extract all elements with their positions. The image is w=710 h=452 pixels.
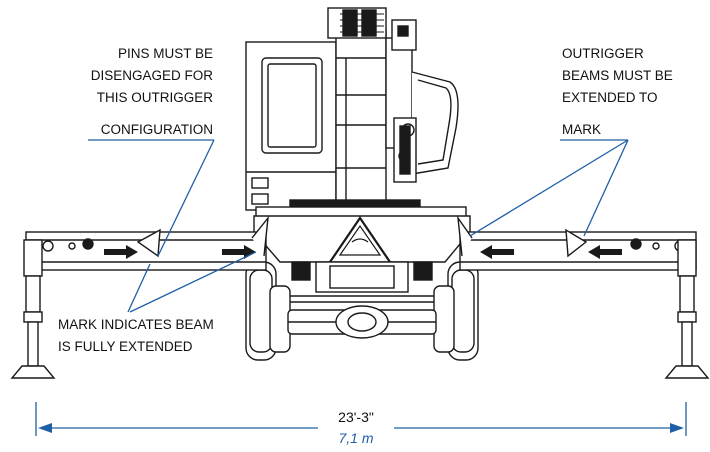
- beams-callout: OUTRIGGER BEAMS MUST BE EXTENDED TO MARK: [562, 46, 673, 137]
- pins-callout-line-2: DISENGAGED FOR: [91, 68, 214, 83]
- wheels: [245, 261, 479, 361]
- axle: [287, 305, 437, 339]
- pins-callout-line-3: THIS OUTRIGGER: [97, 90, 214, 105]
- beam-arrows: [104, 245, 622, 259]
- pins-callout-line-1: PINS MUST BE: [118, 46, 213, 61]
- right-outrigger-jack: [664, 239, 710, 379]
- mark-callout: MARK INDICATES BEAM IS FULLY EXTENDED: [58, 317, 214, 354]
- mark-callout-line-1: MARK INDICATES BEAM: [58, 317, 214, 332]
- beams-callout-line-3: EXTENDED TO: [562, 90, 658, 105]
- left-beam-arrow-2: [222, 245, 256, 259]
- carrier-frame: [253, 215, 471, 303]
- mark-callout-leaders: [127, 251, 257, 313]
- pins-callout-leader: [88, 139, 215, 257]
- beams-callout-line-2: BEAMS MUST BE: [562, 68, 673, 83]
- left-outrigger-beam: [25, 215, 269, 271]
- dimension-label-bg: [318, 406, 394, 446]
- beams-callout-line-4: MARK: [562, 122, 601, 137]
- dimension-left-arrowhead: [38, 423, 52, 433]
- left-outrigger-jack: [10, 239, 56, 379]
- pins-callout-line-4: CONFIGURATION: [101, 122, 213, 137]
- right-outrigger-beam: [457, 215, 697, 271]
- right-beam-arrow-2: [588, 245, 622, 259]
- callout-leaders: [88, 139, 629, 313]
- mark-callout-line-2: IS FULLY EXTENDED: [58, 339, 193, 354]
- crane-machine: [10, 7, 710, 379]
- dimension-metric: 7,1 m: [338, 430, 373, 446]
- left-beam-arrow-1: [104, 245, 138, 259]
- dimension-right-arrowhead: [670, 423, 684, 433]
- dimension-imperial: 23'-3": [338, 409, 374, 425]
- right-beam-arrow-1: [480, 245, 514, 259]
- upper-cab: [245, 7, 467, 220]
- beams-callout-line-1: OUTRIGGER: [562, 46, 644, 61]
- beams-callout-leaders: [469, 139, 629, 237]
- pins-callout: PINS MUST BE DISENGAGED FOR THIS OUTRIGG…: [91, 46, 214, 137]
- span-dimension: 23'-3" 7,1 m: [35, 402, 687, 446]
